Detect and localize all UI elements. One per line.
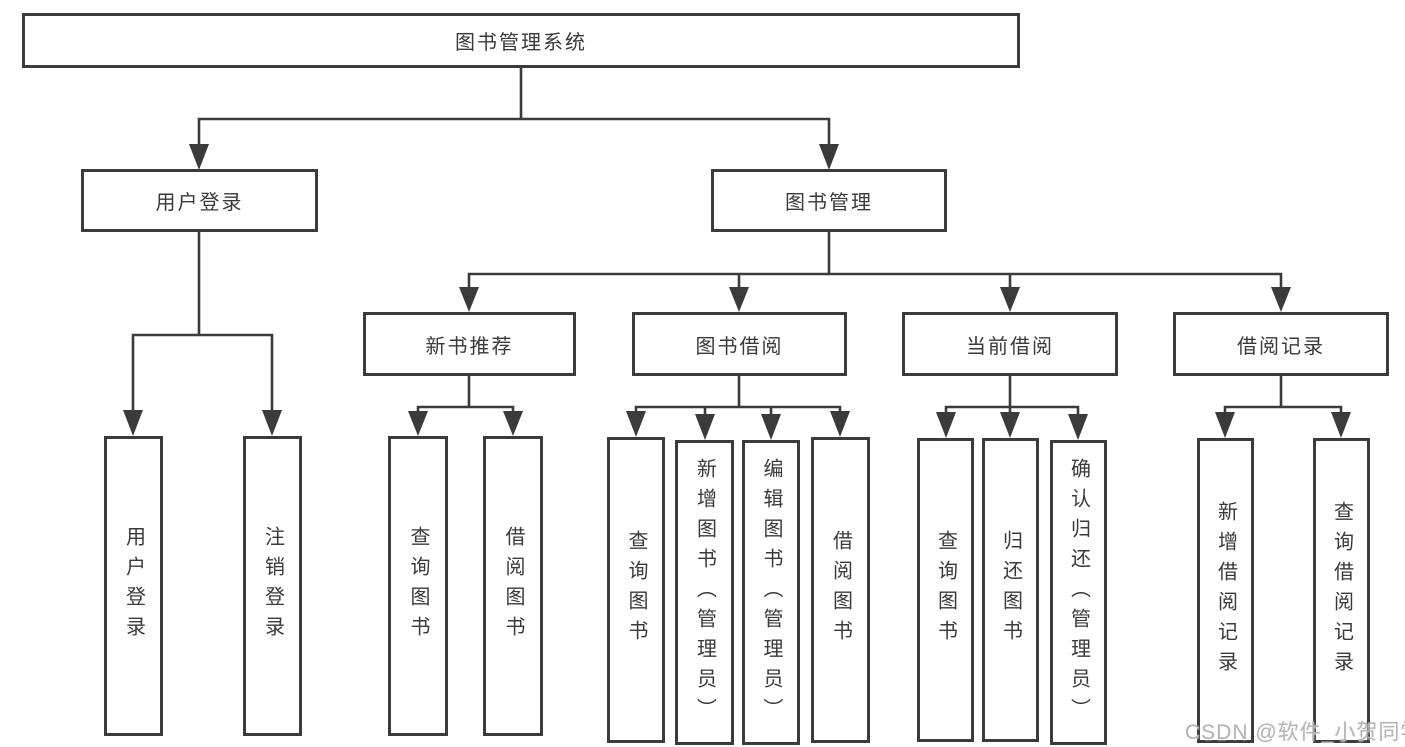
arrowheads: [123, 144, 1351, 440]
leaf-user-login: 用户登录: [104, 436, 163, 736]
connector-new-book-branch: [416, 374, 515, 415]
node-label: 新增图书（管理员）: [693, 457, 716, 728]
connector-borrow-record-branch: [1223, 374, 1343, 416]
connector-root-to-level2: [197, 66, 831, 148]
leaf-edit-book-admin: 编辑图书（管理员）: [742, 440, 800, 745]
node-label: 查询借阅记录: [1330, 500, 1353, 681]
node-label: 新书推荐: [425, 335, 514, 358]
node-label: 用户登录: [122, 526, 145, 646]
node-book-management: 图书管理: [711, 169, 947, 232]
leaf-add-book-admin: 新增图书（管理员）: [675, 440, 734, 745]
leaf-confirm-return-admin: 确认归还（管理员）: [1050, 440, 1107, 745]
node-book-borrow: 图书借阅: [632, 312, 847, 376]
connector-book-borrow-branch: [634, 374, 842, 418]
leaf-query-books-borrow: 查询图书: [607, 437, 665, 743]
node-current-borrow: 当前借阅: [902, 312, 1118, 376]
node-label: 借阅记录: [1237, 335, 1325, 358]
node-root-book-management-system: 图书管理系统: [22, 13, 1020, 68]
leaf-return-book: 归还图书: [982, 438, 1039, 742]
node-label: 图书管理系统: [455, 32, 587, 54]
node-label: 查询图书: [407, 526, 429, 646]
node-label: 确认归还（管理员）: [1067, 457, 1090, 728]
connector-current-borrow-branch: [944, 374, 1080, 418]
node-label: 编辑图书（管理员）: [760, 457, 782, 728]
connector-user-login-branch: [131, 230, 274, 414]
leaf-borrow-books-recommend: 借阅图书: [483, 436, 543, 736]
node-label: 借阅图书: [829, 530, 852, 650]
node-label: 归还图书: [999, 530, 1022, 650]
leaf-query-books-recommend: 查询图书: [388, 436, 448, 736]
node-new-book-recommend: 新书推荐: [363, 312, 576, 376]
node-user-login: 用户登录: [81, 169, 318, 232]
node-label: 注销登录: [261, 526, 284, 646]
leaf-borrow-books: 借阅图书: [811, 437, 870, 743]
node-label: 图书管理: [785, 192, 873, 214]
node-label: 查询图书: [934, 530, 957, 650]
node-label: 借阅图书: [502, 526, 524, 646]
node-label: 用户登录: [155, 192, 244, 214]
leaf-add-borrow-record: 新增借阅记录: [1197, 438, 1254, 743]
node-label: 图书借阅: [695, 335, 784, 358]
leaf-query-borrow-record: 查询借阅记录: [1313, 438, 1370, 743]
connector-book-mgmt-to-level3: [467, 230, 1283, 291]
node-label: 查询图书: [625, 530, 647, 650]
leaf-logout: 注销登录: [243, 436, 302, 736]
node-borrow-record: 借阅记录: [1173, 312, 1389, 376]
csdn-watermark: CSDN @软件_小贺同学: [1185, 721, 1405, 744]
node-label: 新增借阅记录: [1214, 500, 1237, 681]
leaf-query-books-current: 查询图书: [917, 438, 974, 742]
node-label: 当前借阅: [966, 335, 1054, 358]
